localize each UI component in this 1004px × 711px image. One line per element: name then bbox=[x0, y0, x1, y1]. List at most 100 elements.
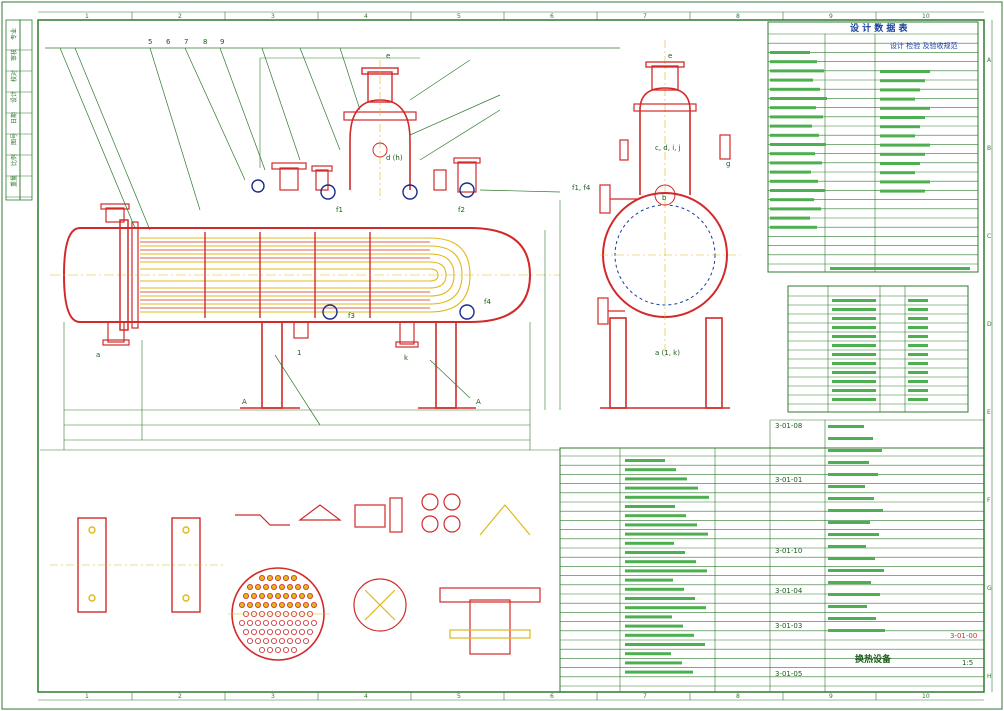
zone-number-top: 7 bbox=[643, 13, 647, 20]
table-text-bar bbox=[908, 371, 928, 374]
zone-letter-right: H bbox=[987, 673, 992, 680]
tube-hole bbox=[266, 647, 273, 654]
zone-number-top: 6 bbox=[550, 13, 554, 20]
table-text-bar bbox=[832, 308, 876, 311]
tube-hole bbox=[262, 638, 269, 645]
tube-hole bbox=[242, 629, 249, 636]
section-bottom-label: a (1, k) bbox=[655, 349, 680, 357]
table-text-bar bbox=[908, 398, 928, 401]
table-text-bar bbox=[625, 624, 683, 628]
table-text-bar bbox=[880, 88, 920, 92]
table-text-bar bbox=[828, 581, 871, 584]
tube-hole bbox=[258, 593, 265, 600]
zone-number-top: 5 bbox=[457, 13, 461, 20]
stamp-label: 设计 bbox=[10, 91, 18, 103]
tube-hole bbox=[294, 584, 301, 591]
table-text-bar bbox=[770, 189, 825, 192]
section-cd-label: c, d, i, j bbox=[655, 144, 681, 152]
table-text-bar bbox=[828, 593, 880, 596]
table-text-bar bbox=[828, 509, 883, 512]
left-stamp-column bbox=[5, 19, 21, 201]
tube-hole bbox=[310, 620, 317, 627]
zone-letter-right: G bbox=[987, 585, 992, 592]
title-block-main-title: 设 计 数 据 表 bbox=[850, 22, 909, 34]
callout-7: 7 bbox=[184, 38, 188, 46]
zone-letter-right: E bbox=[987, 409, 991, 416]
stamp-label: 比例 bbox=[10, 154, 18, 166]
table-text-bar bbox=[880, 79, 925, 83]
tube-hole bbox=[270, 584, 277, 591]
table-text-bar bbox=[880, 134, 915, 138]
table-text-bar bbox=[770, 152, 815, 156]
table-text-bar bbox=[625, 670, 693, 674]
table-text-bar bbox=[828, 437, 873, 440]
part-code: 3-01-10 bbox=[775, 547, 802, 555]
table-text-bar bbox=[832, 344, 876, 347]
table-text-bar bbox=[908, 353, 928, 356]
zone-number-bottom: 5 bbox=[457, 693, 461, 700]
table-text-bar bbox=[770, 198, 814, 202]
table-text-bar bbox=[625, 569, 707, 573]
table-text-bar bbox=[625, 615, 672, 619]
tube-hole bbox=[306, 629, 313, 636]
table-text-bar bbox=[625, 459, 665, 462]
vessel-end-view bbox=[597, 40, 740, 409]
tube-hole bbox=[290, 647, 297, 654]
section-b-label: b bbox=[662, 194, 667, 202]
table-text-bar bbox=[625, 551, 685, 554]
detail-weld-views bbox=[235, 493, 531, 536]
table-text-bar bbox=[828, 485, 865, 488]
table-text-bar bbox=[770, 78, 813, 82]
stamp-label: 日期 bbox=[10, 112, 18, 124]
inner-frame bbox=[37, 19, 985, 693]
table-text-bar bbox=[770, 170, 811, 174]
table-text-bar bbox=[908, 380, 928, 383]
table-text-bar bbox=[770, 97, 827, 100]
table-text-bar bbox=[625, 652, 671, 656]
detail-flange-views bbox=[353, 578, 541, 655]
table-text-bar bbox=[828, 521, 870, 524]
table-text-bar bbox=[625, 643, 705, 646]
table-text-bar bbox=[625, 523, 697, 527]
tube-hole bbox=[282, 593, 289, 600]
tube-hole bbox=[270, 620, 277, 627]
nozzle-1-label: 1 bbox=[297, 349, 301, 357]
parts-codes: 3-01-083-01-013-01-103-01-043-01-033-01-… bbox=[775, 422, 803, 678]
table-text-bar bbox=[828, 461, 869, 464]
tube-hole bbox=[294, 638, 301, 645]
tube-hole bbox=[266, 593, 273, 600]
table-text-bar bbox=[880, 143, 930, 147]
tube-hole bbox=[278, 638, 285, 645]
table-text-bar bbox=[828, 545, 866, 548]
table-text-bar bbox=[832, 398, 876, 401]
part-code: 3-01-03 bbox=[775, 622, 802, 630]
table-text-bar bbox=[625, 578, 673, 582]
sheet-code: 3-01-00 bbox=[950, 632, 977, 640]
tube-hole bbox=[302, 584, 309, 591]
table-text-bar bbox=[770, 161, 822, 165]
tube-hole bbox=[246, 602, 253, 609]
table-text-bar bbox=[770, 143, 826, 146]
zone-number-bottom: 3 bbox=[271, 693, 275, 700]
zone-letter-right: D bbox=[987, 321, 992, 328]
tube-hole bbox=[286, 584, 293, 591]
tube-hole bbox=[294, 620, 301, 627]
table-text-bar bbox=[908, 308, 928, 311]
tube-hole bbox=[270, 602, 277, 609]
nozzle-f3-label: f3 bbox=[348, 312, 355, 320]
title-block-sub-title: 设计 检验 及验收规范 bbox=[890, 41, 957, 50]
zone-number-bottom: 8 bbox=[736, 693, 740, 700]
table-text-bar bbox=[625, 541, 674, 545]
section-mark-a-left: A bbox=[242, 398, 247, 406]
nozzle-f4-label: f4 bbox=[484, 298, 491, 306]
stamp-label: 审核 bbox=[10, 49, 18, 61]
table-text-bar bbox=[625, 633, 694, 637]
zone-letter-right: B bbox=[987, 145, 991, 152]
tube-hole bbox=[298, 593, 305, 600]
table-text-bar bbox=[770, 207, 821, 211]
part-code: 3-01-08 bbox=[775, 422, 802, 430]
